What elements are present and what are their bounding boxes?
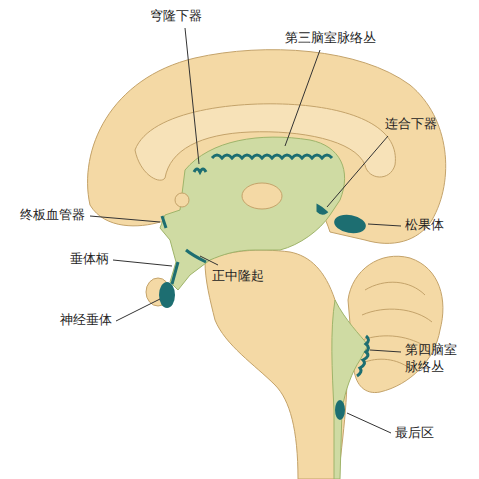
- part-label: 最后区: [395, 425, 434, 442]
- anterior-commissure: [175, 193, 189, 207]
- part-label: 终板血管器: [20, 207, 85, 224]
- part-label: 正中隆起: [212, 268, 264, 285]
- choroid-plexus-third: [212, 155, 332, 158]
- leader-line: [347, 413, 391, 433]
- leader-line: [200, 256, 218, 265]
- pituitary-stalk: [172, 262, 178, 284]
- pineal: [333, 212, 368, 235]
- neurohypophysis: [159, 282, 175, 308]
- interthalamic-adhesion: [242, 183, 282, 209]
- area-postrema: [335, 400, 345, 420]
- leader-line: [285, 50, 320, 146]
- part-label: 第三脑室脉络丛: [285, 30, 376, 47]
- leader-line: [90, 216, 160, 222]
- fourth-ventricle: [332, 300, 368, 479]
- part-label: 松果体: [405, 217, 444, 234]
- part-label: 连合下器: [385, 116, 437, 133]
- median-eminence: [186, 250, 206, 262]
- leader-line: [116, 299, 160, 321]
- ovlt: [162, 216, 166, 228]
- leader-line: [185, 28, 199, 164]
- part-label: 垂体柄: [70, 251, 109, 268]
- part-label: 第四脑室 脉络丛: [405, 342, 463, 376]
- brainstem: [205, 250, 347, 479]
- subfornical-organ: [194, 169, 206, 172]
- choroid-plexus-fourth: [357, 336, 369, 376]
- leader-line: [113, 260, 172, 266]
- leader-line: [327, 136, 388, 207]
- third-ventricle: [160, 137, 345, 290]
- part-label: 穹隆下器: [150, 8, 202, 25]
- leader-line: [370, 350, 401, 352]
- leader-line: [368, 224, 401, 226]
- part-label: 神经垂体: [60, 312, 112, 329]
- subcommissural-organ: [318, 206, 326, 213]
